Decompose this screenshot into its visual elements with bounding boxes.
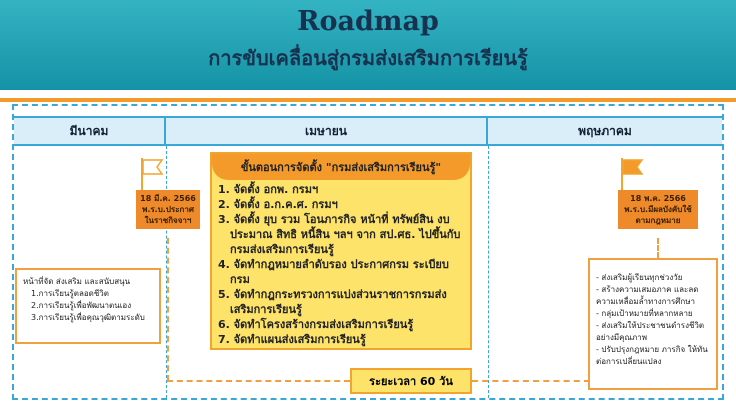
divider bbox=[166, 146, 167, 398]
milestone-date: 18 พ.ค. 2566 bbox=[630, 194, 686, 203]
right-callout: - ส่งเสริมผู้เรียนทุกช่วงวัย - สร้างความ… bbox=[588, 258, 718, 390]
connector bbox=[167, 238, 169, 381]
divider bbox=[488, 146, 489, 398]
duration-box: ระยะเวลา 60 วัน bbox=[350, 368, 472, 394]
month-april: เมษายน bbox=[166, 118, 488, 144]
milestone-text: ในราชกิจจาฯ bbox=[144, 216, 192, 225]
timeline-frame bbox=[12, 104, 724, 400]
callout-heading: หน้าที่จัด ส่งเสริม และสนับสนุน bbox=[23, 277, 131, 286]
step-item: 2. จัดตั้ง อ.ก.ค.ศ. กรมฯ bbox=[218, 198, 338, 211]
flag-icon bbox=[621, 158, 644, 190]
milestone-text: พ.ร.บ.มีผลบังคับใช้ bbox=[624, 205, 692, 214]
callout-item: - สร้างความเสมอภาค และลด ความเหลื่อมล้ำท… bbox=[596, 285, 699, 306]
connector bbox=[167, 380, 350, 382]
step-item: 1. จัดตั้ง อกพ. กรมฯ bbox=[218, 183, 319, 196]
step-item: 6. จัดทำโครงสร้างกรมส่งเสริมการเรียนรู้ bbox=[218, 318, 414, 331]
month-may: พฤษภาคม bbox=[578, 123, 632, 138]
callout-item: - ส่งเสริมให้ประชาชนดำรงชีวิต อย่างมีคุณ… bbox=[596, 321, 705, 342]
step-item: 4. จัดทำกฎหมายลำดับรอง ประกาศกรม ระเบียบ… bbox=[218, 258, 449, 286]
month-march: มีนาคม bbox=[14, 118, 166, 144]
callout-item: 3.การเรียนรู้เพื่อคุณวุฒิตามระดับ bbox=[31, 313, 145, 322]
milestone-text: พ.ร.บ.ประกาศ bbox=[142, 205, 194, 214]
milestone-date: 18 มี.ค. 2566 bbox=[140, 194, 196, 203]
page-title: Roadmap bbox=[297, 6, 439, 37]
connector bbox=[472, 380, 590, 382]
callout-item: 2.การเรียนรู้เพื่อพัฒนาตนเอง bbox=[31, 301, 132, 310]
flag-icon bbox=[141, 158, 164, 190]
month-row: มีนาคม เมษายน พฤษภาคม bbox=[14, 116, 722, 146]
header-banner: Roadmap การขับเคลื่อนสู่กรมส่งเสริมการเร… bbox=[0, 0, 736, 90]
milestone-text: ตามกฎหมาย bbox=[635, 216, 681, 225]
milestone-right: 18 พ.ค. 2566 พ.ร.บ.มีผลบังคับใช้ ตามกฎหม… bbox=[618, 190, 698, 229]
callout-item: - กลุ่มเป้าหมายที่หลากหลาย bbox=[596, 309, 693, 318]
steps-heading: ขั้นตอนการจัดตั้ง "กรมส่งเสริมการเรียนรู… bbox=[212, 154, 470, 180]
divider bbox=[0, 98, 736, 102]
callout-item: 1.การเรียนรู้ตลอดชีวิต bbox=[31, 289, 109, 298]
connector bbox=[657, 238, 659, 258]
callout-item: - ส่งเสริมผู้เรียนทุกช่วงวัย bbox=[596, 273, 683, 282]
milestone-left: 18 มี.ค. 2566 พ.ร.บ.ประกาศ ในราชกิจจาฯ bbox=[136, 190, 200, 229]
callout-item: - ปรับปรุงกฎหมาย ภารกิจ ให้ทันต่อการเปลี… bbox=[596, 345, 708, 366]
left-callout: หน้าที่จัด ส่งเสริม และสนับสนุน 1.การเรี… bbox=[15, 268, 161, 344]
step-item: 7. จัดทำแผนส่งเสริมการเรียนรู้ bbox=[218, 333, 366, 346]
page-subtitle: การขับเคลื่อนสู่กรมส่งเสริมการเรียนรู้ bbox=[208, 46, 528, 70]
step-item: 5. จัดทำกฎกระทรวงการแบ่งส่วนราชการกรมส่ง… bbox=[218, 288, 447, 316]
steps-box: ขั้นตอนการจัดตั้ง "กรมส่งเสริมการเรียนรู… bbox=[210, 152, 472, 350]
step-item: 3. จัดตั้ง ยุบ รวม โอนภารกิจ หน้าที่ ทรั… bbox=[218, 213, 461, 256]
